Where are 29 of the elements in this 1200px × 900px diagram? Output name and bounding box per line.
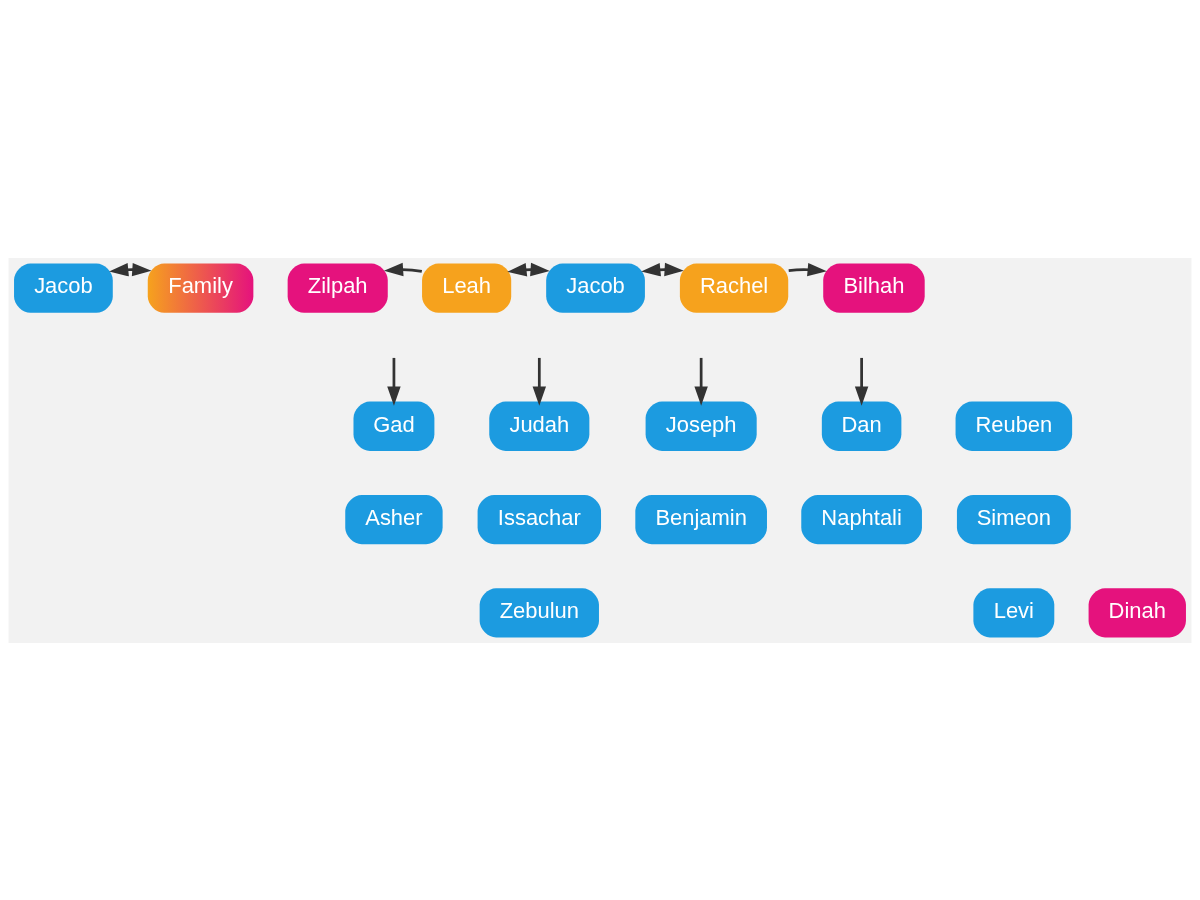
- node-box: Issachar: [477, 494, 602, 544]
- arrow: [854, 357, 869, 406]
- node-box: Reuben: [955, 401, 1073, 451]
- node-box: Leah: [422, 263, 512, 313]
- node-box: Rachel: [679, 263, 789, 313]
- node-box: Benjamin: [635, 494, 767, 544]
- node-box: Dinah: [1088, 587, 1186, 637]
- arrow: [641, 262, 684, 276]
- node-box: Dan: [821, 401, 902, 451]
- node-box: Joseph: [645, 401, 757, 451]
- arrow: [383, 262, 423, 276]
- node-box: Jacob: [14, 263, 113, 313]
- node-box: Naphtali: [801, 494, 922, 544]
- arrow: [694, 357, 708, 406]
- node-box: Family: [147, 263, 254, 313]
- arrow: [387, 357, 401, 406]
- node-box: Zebulun: [479, 587, 599, 637]
- node-box: Judah: [489, 401, 590, 451]
- node-box: Bilhah: [823, 263, 925, 313]
- arrow: [109, 262, 152, 276]
- node-box: Zilpah: [287, 263, 388, 313]
- node-box: Gad: [353, 401, 435, 451]
- arrow: [532, 357, 547, 406]
- node-box: Simeon: [956, 494, 1071, 544]
- node-box: Jacob: [546, 263, 645, 313]
- arrow: [788, 262, 827, 276]
- arrow: [507, 262, 550, 276]
- node-box: Levi: [973, 587, 1055, 637]
- node-box: Asher: [345, 494, 443, 544]
